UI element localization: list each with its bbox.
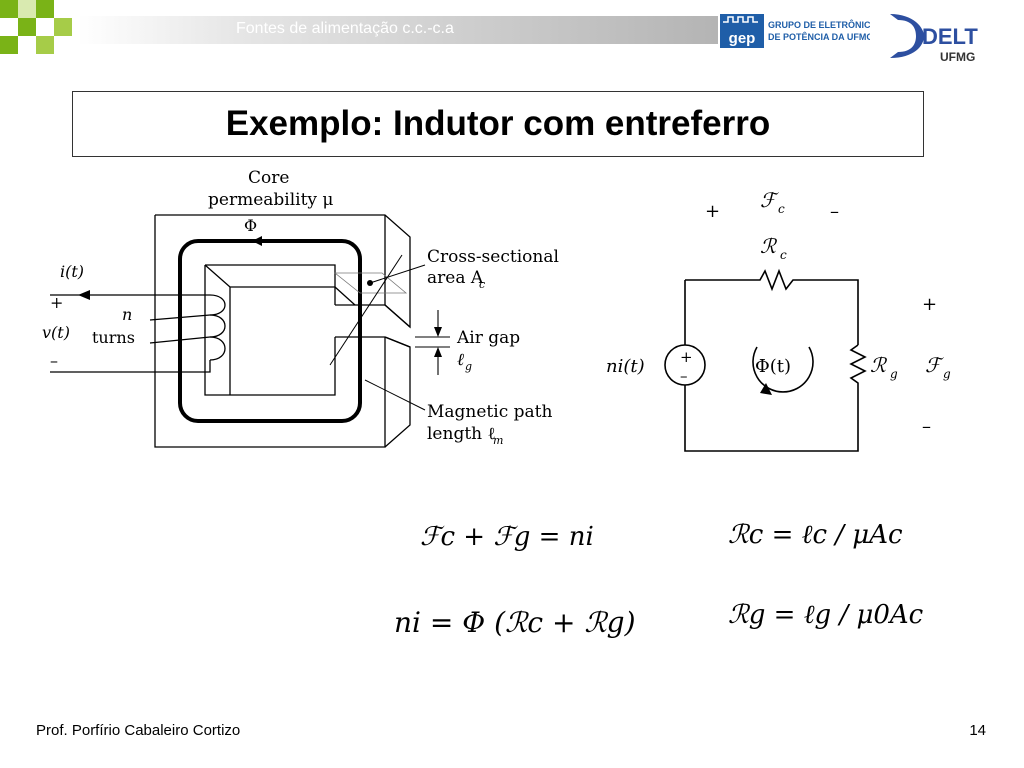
delt-logo: DELT UFMG [890,14,978,64]
rc-label: ℛ [760,234,778,258]
circuit-diagram: + ℱ c – ℛ c ni(t) + – Φ(t) ℛ g + ℱ g – [606,188,951,452]
cross-section-sub: c [479,278,485,291]
plus-label: + [50,293,63,312]
equation-mmf-sum: ℱc + ℱg = ni [420,522,594,552]
equation-rc: ℛc = ℓc / μAc [728,520,903,550]
fc-label: ℱ [760,188,779,212]
core-label-1: Core [248,168,289,188]
minus-label: – [50,351,58,370]
rg-label: ℛ [870,353,888,377]
gep-text-2: DE POTÊNCIA DA UFMG [768,31,870,42]
footer-author: Prof. Porfírio Cabaleiro Cortizo [36,722,241,739]
title-box: Exemplo: Indutor com entreferro [72,91,924,157]
flux-label: Φ [244,216,257,235]
airgap-sub: g [465,360,472,373]
gep-text-1: GRUPO DE ELETRÔNICA [768,19,870,30]
checker-logo [0,0,72,54]
flux-circuit-label: Φ(t) [755,356,791,377]
delt-sub: UFMG [940,50,975,64]
fg-sub: g [943,367,951,381]
cross-section-1: Cross-sectional [427,247,559,267]
source-label: ni(t) [606,356,645,377]
inductor-diagram: Core permeability μ Φ i(t) + v(t) – n tu… [42,168,559,448]
src-plus: + [680,348,693,366]
voltage-label: v(t) [42,323,70,342]
cross-section-2: area A [427,268,484,288]
airgap-2: ℓ [457,350,464,370]
path-2: length ℓ [427,424,496,444]
fc-sub: c [778,202,785,216]
gep-mark: gep [729,30,756,47]
path-sub: m [493,434,503,447]
page-number: 14 [969,722,986,739]
fc-minus: – [830,201,839,222]
rg-sub: g [890,367,898,381]
delt-mark: DELT [922,24,978,49]
core-label-2: permeability μ [208,190,333,210]
equation-ohm-law: ni = Φ (ℛc + ℛg) [394,606,636,639]
header-text: Fontes de alimentação c.c.-c.a [236,20,454,37]
header-bar [78,16,718,44]
fg-plus: + [922,294,937,315]
src-minus: – [680,367,688,385]
fc-plus: + [705,201,720,222]
gep-logo: gep GRUPO DE ELETRÔNICA DE POTÊNCIA DA U… [720,14,870,48]
slide-title: Exemplo: Indutor com entreferro [225,104,771,143]
current-label: i(t) [60,262,84,281]
equation-rg: ℛg = ℓg / μ0Ac [728,600,924,630]
turns-n: n [122,305,132,324]
fg-label: ℱ [925,353,944,377]
turns-word: turns [92,328,135,347]
airgap-1: Air gap [456,328,520,348]
rc-sub: c [780,248,787,262]
fg-minus: – [922,416,931,437]
path-1: Magnetic path [427,402,552,422]
